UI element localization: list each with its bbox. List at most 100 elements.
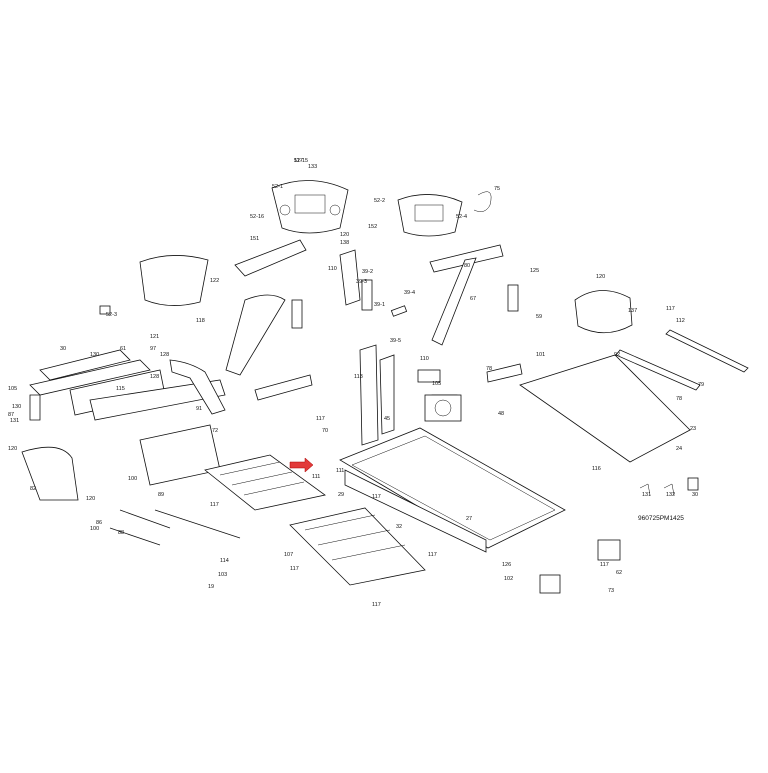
part-label: 59	[536, 314, 542, 320]
part-label: 39-5	[390, 338, 401, 344]
part-label: 39-2	[362, 269, 373, 275]
roller-front	[486, 363, 523, 383]
handlebar-right	[390, 244, 519, 346]
part-label: 120	[596, 274, 605, 280]
part-label: 121	[150, 334, 159, 340]
upright-frame-left	[29, 349, 226, 421]
motor-assembly	[424, 394, 462, 422]
part-label: 45	[384, 416, 390, 422]
part-label: 117	[316, 416, 325, 422]
main-frame	[339, 344, 566, 553]
part-label: 131	[10, 418, 19, 424]
rear-feet	[539, 539, 621, 594]
part-label: 105	[8, 386, 17, 392]
part-label: 89	[158, 492, 164, 498]
part-label: 118	[196, 318, 205, 324]
part-label: 78	[676, 396, 682, 402]
part-label: 87	[8, 412, 14, 418]
part-label: 27	[466, 516, 472, 522]
part-label: 30	[692, 492, 698, 498]
part-label: 114	[220, 558, 229, 564]
part-label: 100	[128, 476, 137, 482]
part-label: 131	[642, 492, 651, 498]
upright-shroud-left	[99, 255, 209, 315]
part-label: 88	[118, 530, 124, 536]
console-left	[271, 180, 349, 234]
part-label: 120	[340, 232, 349, 238]
part-label: 137	[628, 308, 637, 314]
part-label: 117	[294, 158, 303, 164]
part-label: 107	[284, 552, 293, 558]
part-label: 52-15	[294, 158, 308, 164]
part-label: 117	[372, 494, 381, 500]
part-label: 115	[116, 386, 125, 392]
part-label: 128	[150, 374, 159, 380]
part-label: 100	[90, 526, 99, 532]
part-label: 52-16	[250, 214, 264, 220]
part-label: 105	[432, 381, 441, 387]
part-label: 39-3	[356, 279, 367, 285]
console-right	[397, 194, 463, 237]
part-label: 102	[504, 576, 513, 582]
part-label: 82	[30, 486, 36, 492]
small-parts-right	[639, 477, 699, 496]
incline-bracket	[139, 424, 221, 486]
part-label: 92	[614, 352, 620, 358]
part-label: 152	[368, 224, 377, 230]
part-label: 117	[428, 552, 437, 558]
part-label: 111	[312, 474, 320, 480]
part-label: 67	[470, 296, 476, 302]
part-label: 125	[530, 268, 539, 274]
part-label: 117	[666, 306, 675, 312]
part-label: 103	[218, 572, 227, 578]
part-label: 62	[616, 570, 622, 576]
part-label: 130	[12, 404, 21, 410]
part-label: 126	[502, 562, 511, 568]
part-label: 117	[290, 566, 299, 572]
part-label: 130	[90, 352, 99, 358]
part-label: 52-3	[106, 312, 117, 318]
part-label: 110	[420, 356, 429, 362]
part-label: 39-1	[374, 302, 385, 308]
part-label: 116	[592, 466, 601, 472]
part-label: 52-4	[456, 214, 467, 220]
cable-hook	[473, 191, 492, 212]
part-label: 80	[464, 263, 470, 269]
part-label: 133	[308, 164, 317, 170]
cushion-tray-lower	[289, 507, 426, 586]
belt-deck	[519, 354, 691, 463]
part-label: 61	[120, 346, 126, 352]
part-label: 70	[322, 428, 328, 434]
side-cover-left	[21, 446, 79, 501]
part-label: 132	[666, 492, 675, 498]
part-label: 86	[96, 520, 102, 526]
part-label: 32	[396, 524, 402, 530]
part-label: 72	[212, 428, 218, 434]
part-label: 30	[60, 346, 66, 352]
hand-pulse-grip	[254, 374, 313, 401]
part-label: 79	[698, 382, 704, 388]
part-label: 29	[338, 492, 344, 498]
part-label: 39-4	[404, 290, 415, 296]
part-label: 151	[250, 236, 259, 242]
part-label: 101	[536, 352, 545, 358]
part-label: 24	[676, 446, 682, 452]
part-label: 23	[690, 426, 696, 432]
part-label: 117	[600, 562, 609, 568]
part-label: 117	[372, 602, 381, 608]
part-label: 120	[86, 496, 95, 502]
part-label: 78	[486, 366, 492, 372]
part-label: 52-1	[272, 184, 283, 190]
part-label: 128	[160, 352, 169, 358]
drawing-code: 960725PM1425	[638, 515, 684, 522]
part-label: 111	[336, 468, 344, 474]
part-label: 97	[150, 346, 156, 352]
part-label: 138	[340, 240, 349, 246]
part-label: 117	[210, 502, 219, 508]
part-label: 120	[8, 446, 17, 452]
part-label: 19	[208, 584, 214, 590]
part-labels: 52-1513352-152-1615115252-252-4751201381…	[8, 158, 704, 608]
part-label: 122	[210, 278, 219, 284]
part-label: 91	[196, 406, 202, 412]
